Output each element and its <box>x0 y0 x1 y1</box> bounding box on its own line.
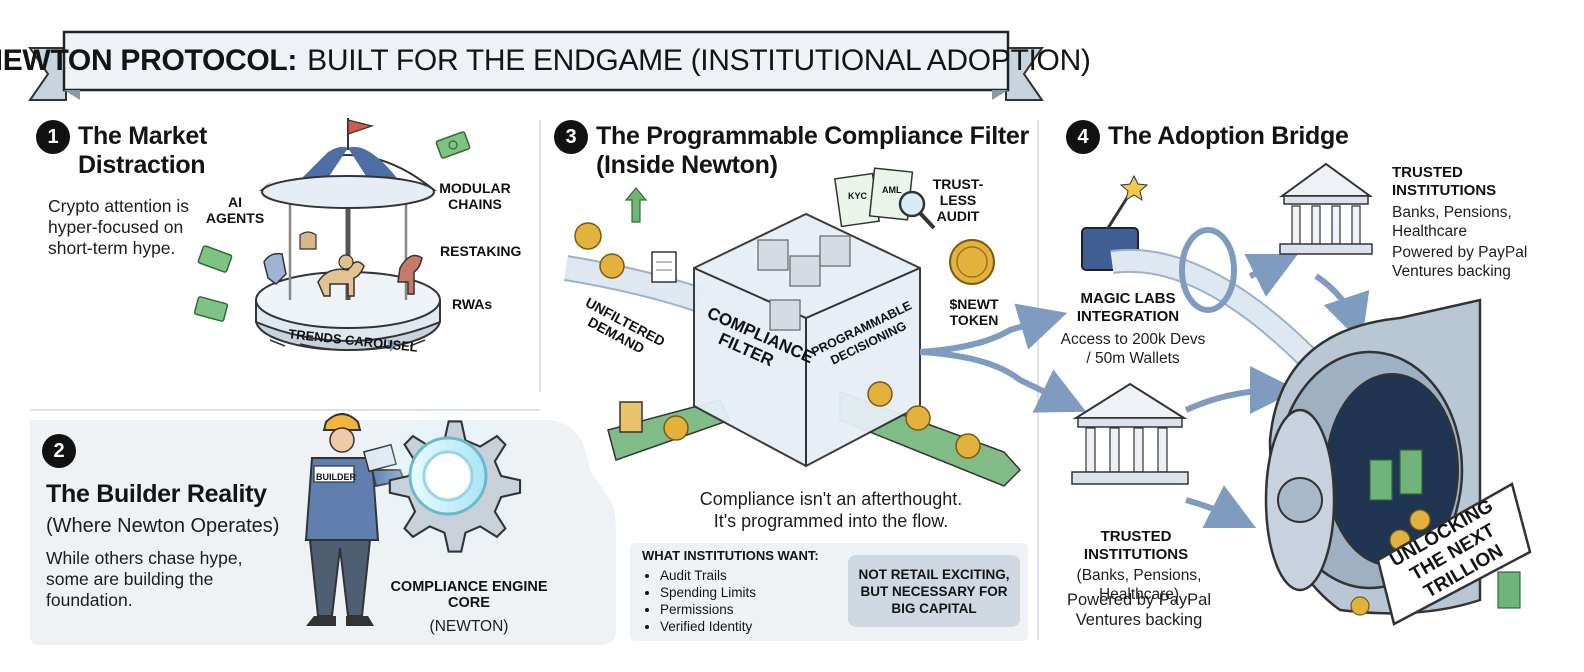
wants-title: WHAT INSTITUTIONS WANT: <box>642 548 819 563</box>
trusted-institutions-title: TRUSTED INSTITUTIONS <box>1392 164 1497 199</box>
list-item: Spending Limits <box>660 584 842 601</box>
page-title: NEWTON PROTOCOL: BUILT FOR THE ENDGAME (… <box>0 32 1091 90</box>
list-item: Verified Identity <box>660 618 842 635</box>
list-item: Permissions <box>660 601 842 618</box>
section-title: The Market Distraction <box>78 122 207 180</box>
section-title: The Adoption Bridge <box>1108 122 1349 150</box>
coin-icon <box>574 222 602 250</box>
coin-icon <box>867 381 893 407</box>
section-number-badge: 1 <box>36 120 70 154</box>
kyc-doc-label: KYC <box>848 191 868 201</box>
filter-caption: Compliance isn't an afterthought. It's p… <box>632 488 1030 532</box>
trusted-institutions-backing: Powered by PayPal Ventures backing <box>1392 244 1528 280</box>
coin-icon <box>599 253 625 279</box>
rwas-label: RWAs <box>452 296 493 312</box>
section-title-line: (Inside Newton) <box>596 151 778 179</box>
aml-doc-label: AML <box>882 185 902 195</box>
modular-chains-label: MODULAR CHAINS <box>439 180 511 212</box>
institution-wants: WHAT INSTITUTIONS WANT: Audit Trails Spe… <box>642 548 842 635</box>
builder-vest-label: BUILDER <box>316 472 356 482</box>
caption-line: It's programmed into the flow. <box>713 511 949 531</box>
document-icon <box>651 251 677 283</box>
trustless-audit-label: TRUST-LESS AUDIT <box>932 176 984 224</box>
magic-labs-sub: Access to 200k Devs / 50m Wallets <box>1060 331 1206 367</box>
title-banner <box>28 30 1044 101</box>
builder-figure <box>304 413 406 626</box>
flow-arrows <box>919 253 1370 529</box>
title-bold: NEWTON PROTOCOL: <box>0 44 298 77</box>
title-rest: BUILT FOR THE ENDGAME (INSTITUTIONAL ADO… <box>307 44 1091 77</box>
compliance-gear-icon <box>370 404 526 560</box>
cash-icon <box>193 296 229 322</box>
kyc-aml-documents-icon <box>833 167 936 230</box>
section-title: The Builder Reality <box>46 480 267 508</box>
up-arrow-icon <box>624 187 648 223</box>
trends-carousel-illustration <box>255 118 441 352</box>
trusted-institutions-title: TRUSTED INSTITUTIONS <box>1083 528 1189 563</box>
big-capital-callout: NOT RETAIL EXCITING, BUT NECESSARY FOR B… <box>848 555 1020 627</box>
section-title-line: The Programmable Compliance Filter <box>596 122 1029 150</box>
newt-token-icon <box>949 239 995 285</box>
cash-icon <box>435 131 471 159</box>
ai-agents-label: AI AGENTS <box>205 194 265 226</box>
section-description: While others chase hype, some are buildi… <box>46 548 243 610</box>
bridge-ramp <box>1110 227 1319 369</box>
section-number-badge: 4 <box>1066 120 1100 154</box>
coin-icon <box>955 433 981 459</box>
bank-icon <box>1278 162 1374 255</box>
trusted-institutions-backing: Powered by PayPal Ventures backing <box>1067 591 1211 629</box>
section-title-line: The Market <box>78 122 207 150</box>
vault-sign <box>1376 482 1532 626</box>
restaking-label: RESTAKING <box>440 243 522 259</box>
wants-list: Audit Trails Spending Limits Permissions… <box>642 567 842 635</box>
section-subtitle: (Where Newton Operates) <box>46 515 280 537</box>
section-title-line: Distraction <box>78 151 206 179</box>
engine-label: COMPLIANCE ENGINE CORE <box>390 579 548 611</box>
section-title: The Programmable Compliance Filter (Insi… <box>596 122 1029 180</box>
list-item: Audit Trails <box>660 567 842 584</box>
trusted-institutions-sub: (Banks, Pensions, Healthcare) <box>1076 567 1202 603</box>
newt-token-label: $NEWT TOKEN <box>949 296 999 328</box>
section-number-badge: 2 <box>42 434 76 468</box>
trusted-institutions-sub: Banks, Pensions, Healthcare <box>1392 204 1512 240</box>
shield-card-icon <box>619 401 643 433</box>
cash-icon <box>197 245 233 273</box>
section-description: Crypto attention is hyper-focused on sho… <box>48 196 190 258</box>
coin-icon <box>905 405 931 431</box>
caption-line: Compliance isn't an afterthought. <box>699 489 963 509</box>
magic-labs-label: MAGIC LABS INTEGRATION <box>1076 290 1180 325</box>
coin-icon <box>663 415 689 441</box>
section-number-badge: 3 <box>554 120 588 154</box>
engine-sublabel: (NEWTON) <box>429 618 509 635</box>
bank-icon <box>1071 382 1189 485</box>
